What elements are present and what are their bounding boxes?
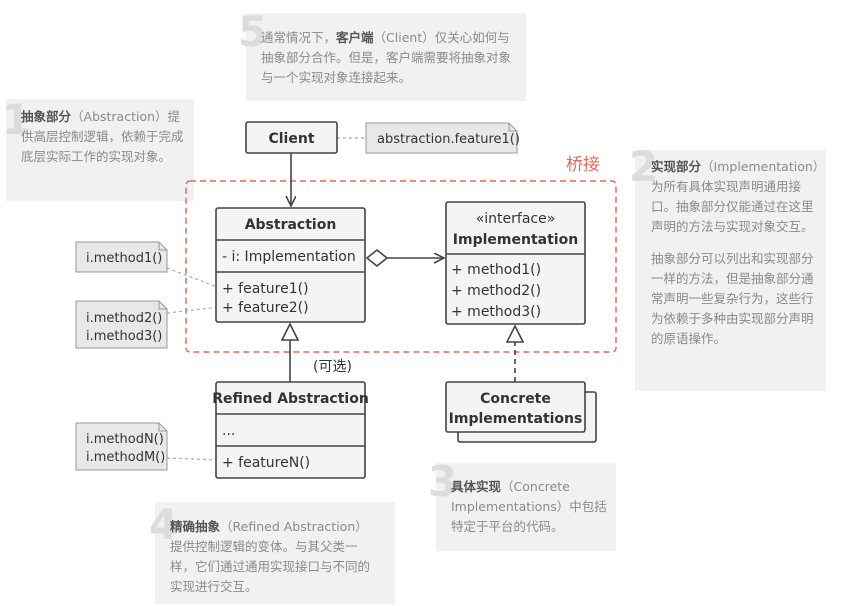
note-text: 具体实现（Concrete Implementations）中包括特定于平台的代… <box>451 477 607 537</box>
realization-concrete-to-implementation <box>505 324 525 382</box>
code-note-text: i.methodM() <box>86 450 165 465</box>
code-note-feature2: i.method2() i.method3() <box>75 300 168 349</box>
class-abstraction: Abstraction - i: Implementation + featur… <box>215 207 366 323</box>
aggregation-link <box>365 248 444 268</box>
class-name: Refined Abstraction <box>212 391 369 407</box>
class-name: Implementations <box>449 411 583 427</box>
class-method: + feature2() <box>222 300 309 316</box>
feature2-note-connector <box>166 306 221 314</box>
class-implementation: «interface» Implementation + method1() +… <box>445 201 586 325</box>
note-text: 通常情况下，客户端（Client）仅关心如何与抽象部分合作。但是，客户端需要将抽… <box>261 28 517 88</box>
note-term: 实现部分 <box>651 159 702 174</box>
note-number: 5 <box>238 7 268 56</box>
note-term: 具体实现 <box>451 479 502 494</box>
class-method: + feature1() <box>222 281 309 297</box>
bridge-region <box>185 180 617 353</box>
feature1-note-connector <box>166 267 221 289</box>
class-method: + method2() <box>451 283 541 299</box>
class-name: Client <box>268 131 314 147</box>
note-body: （Abstraction）提供高层控制逻辑，依赖于完成底层实际工作的实现对象。 <box>21 109 184 164</box>
class-refined-abstraction: Refined Abstraction ... + featureN() <box>212 381 369 479</box>
optional-label: (可选) <box>313 359 352 375</box>
class-name: Concrete <box>480 391 551 407</box>
class-client: Client <box>245 121 338 154</box>
note-body: （Implementation）为所有具体实现声明通用接口。抽象部分仅能通过在这… <box>651 159 820 234</box>
note-number: 3 <box>428 457 458 506</box>
class-name: Implementation <box>453 232 578 248</box>
code-note-featureN: i.methodN() i.methodM() <box>75 422 168 471</box>
note-text: 精确抽象（Refined Abstraction）提供控制逻辑的变体。与其父类一… <box>170 517 370 597</box>
code-note-feature1: i.method1() <box>75 241 168 273</box>
note-body-pre: 通常情况下， <box>261 30 337 45</box>
featureN-note-connector <box>166 457 221 461</box>
note-number: 4 <box>149 500 179 549</box>
note-body: （Refined Abstraction）提供控制逻辑的变体。与其父类一样，它们… <box>170 519 371 594</box>
bridge-label: 桥接 <box>566 155 600 175</box>
note-body: （Concrete Implementations）中包括特定于平台的代码。 <box>451 479 607 534</box>
code-note-client: abstraction.feature1() <box>365 122 520 154</box>
code-note-text: abstraction.feature1() <box>377 132 520 147</box>
class-field: ... <box>222 423 235 439</box>
code-note-text: i.methodN() <box>86 432 164 447</box>
class-stereotype: «interface» <box>476 211 556 227</box>
note-term: 抽象部分 <box>21 109 72 124</box>
class-method: + method3() <box>451 304 541 320</box>
note-term: 精确抽象 <box>170 519 221 534</box>
inheritance-refined-to-abstraction <box>280 322 300 382</box>
note-client: 5 通常情况下，客户端（Client）仅关心如何与抽象部分合作。但是，客户端需要… <box>238 11 526 101</box>
class-name: Abstraction <box>245 217 337 233</box>
class-field: - i: Implementation <box>222 249 356 265</box>
class-method: + method1() <box>451 262 541 278</box>
class-concrete-implementations: Concrete Implementations <box>445 381 597 443</box>
note-concrete: 3 具体实现（Concrete Implementations）中包括特定于平台… <box>428 461 616 551</box>
note-number: 1 <box>2 95 32 144</box>
note-refined: 4 精确抽象（Refined Abstraction）提供控制逻辑的变体。与其父… <box>149 502 395 604</box>
note-text: 抽象部分（Abstraction）提供高层控制逻辑，依赖于完成底层实际工作的实现… <box>21 107 191 167</box>
note-implementation: 2 实现部分（Implementation）为所有具体实现声明通用接口。抽象部分… <box>629 146 826 391</box>
code-note-text: i.method3() <box>86 329 162 344</box>
code-note-text: i.method1() <box>86 251 162 266</box>
note-body-extra: 抽象部分可以列出和实现部分一样的方法，但是抽象部分通常声明一些复杂行为，这些行为… <box>651 251 814 346</box>
note-number: 2 <box>629 142 659 191</box>
note-body: （Client）仅关心如何与抽象部分合作。但是，客户端需要将抽象对象与一个实现对… <box>261 30 512 85</box>
class-method: + featureN() <box>222 455 310 471</box>
note-term: 客户端 <box>336 30 374 45</box>
note-text: 实现部分（Implementation）为所有具体实现声明通用接口。抽象部分仅能… <box>651 157 823 349</box>
note-abstraction: 1 抽象部分（Abstraction）提供高层控制逻辑，依赖于完成底层实际工作的… <box>2 99 194 201</box>
code-note-text: i.method2() <box>86 311 162 326</box>
